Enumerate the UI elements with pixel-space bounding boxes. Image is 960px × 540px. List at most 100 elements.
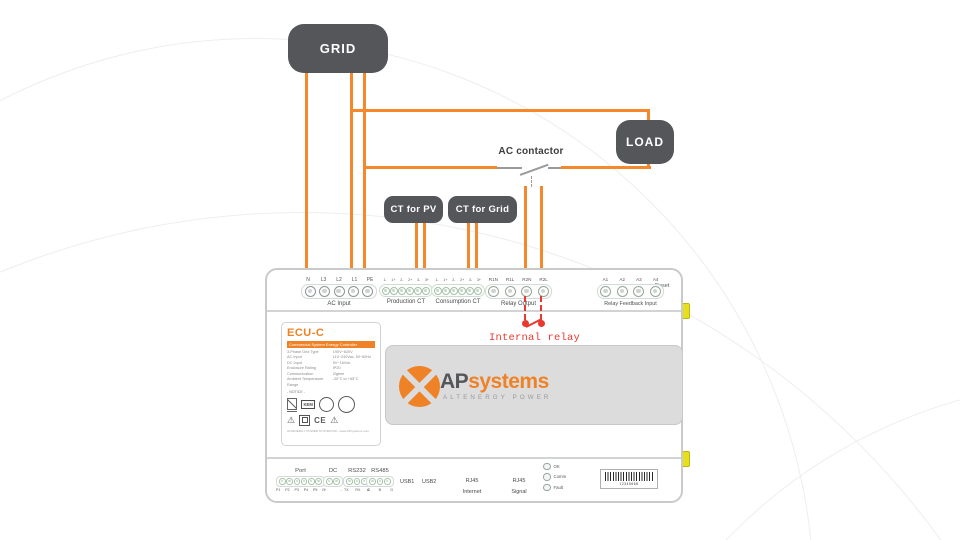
terminal-group-ac-input: N L3 L2 L1 PE AC Input xyxy=(298,276,380,307)
wire-ct-grid-2 xyxy=(475,220,478,270)
wire-coil-r2l xyxy=(540,186,543,270)
class2-insulation-icon xyxy=(299,414,311,426)
wire-grid-l1 xyxy=(350,70,353,270)
terminal-label: 3+ xyxy=(424,278,429,282)
terminal xyxy=(333,478,340,485)
internal-relay-label: Internal relay xyxy=(489,332,581,344)
cert-mark-icon xyxy=(319,396,335,412)
group-name: AC Input xyxy=(327,301,351,307)
terminal xyxy=(390,286,398,295)
terminal-label: A4 xyxy=(652,277,659,282)
terminal-label: PE xyxy=(366,277,374,283)
certification-icons-row1: KEM xyxy=(287,395,375,413)
terminal-block xyxy=(484,284,553,299)
logo-systems: systems xyxy=(468,370,549,393)
terminal xyxy=(422,286,430,295)
group-name: Port xyxy=(295,468,306,474)
kema-mark-icon: KEM xyxy=(301,399,316,409)
terminal xyxy=(308,478,315,485)
terminal-label: L3 xyxy=(320,277,327,283)
terminal-group-consumption-ct: 1- 1+ 2- 2+ 3- 3+ Consumption CT xyxy=(430,276,486,305)
terminal-labels: P1 P2 P3 P4 P5 G xyxy=(276,488,325,492)
ecu-c-device: Reset N L3 L2 L1 PE AC Input 1- xyxy=(265,268,683,503)
terminal-label: 1- xyxy=(435,278,439,282)
contactor-actuator-dash xyxy=(531,176,532,187)
terminal-label: R1N xyxy=(488,277,498,282)
terminal-label: A1 xyxy=(602,277,609,282)
terminal-block xyxy=(379,284,433,297)
barcode-number: 12345668 xyxy=(619,482,639,486)
rj45-internet-label: RJ45 Internet xyxy=(462,478,482,495)
terminal xyxy=(293,478,301,485)
terminal-label: R1L xyxy=(505,277,515,282)
terminal-labels: A B G xyxy=(367,488,393,492)
internal-relay-dash xyxy=(523,296,526,320)
usb2-label: USB2 xyxy=(422,479,437,485)
terminal xyxy=(442,286,450,295)
ce-mark: CE xyxy=(314,415,327,425)
ct-grid-label: CT for Grid xyxy=(455,204,510,215)
serial-barcode: 12345668 xyxy=(600,469,658,489)
terminal-label: A3 xyxy=(636,277,642,282)
label-card-footer: ALTENERGY POWER SYSTEM INC. www.APsystem… xyxy=(287,428,370,433)
caution-triangle-icon: ⚠ xyxy=(330,415,339,426)
terminal-block xyxy=(366,476,394,487)
group-name: Relay Output xyxy=(500,301,537,307)
wire-ct-pv-2 xyxy=(422,220,426,270)
terminal-labels: 1- 1+ 2- 2+ 3- 3+ xyxy=(381,276,431,283)
dc-group: DC + - xyxy=(323,468,343,492)
terminal xyxy=(521,286,533,297)
terminal-label: A2 xyxy=(619,277,625,282)
rs485-group: RS485 A B G xyxy=(366,468,394,492)
load-label: LOAD xyxy=(626,135,664,149)
logo-tagline: ALTENERGY POWER xyxy=(443,394,552,401)
wire-contactor-right xyxy=(561,166,651,169)
terminal-labels: A1 A2 A3 A4 xyxy=(597,276,664,283)
terminal-group-relay-output: R1N R1L R2N R2L Relay Output xyxy=(484,276,553,307)
terminal xyxy=(319,286,331,297)
terminal xyxy=(353,478,361,485)
terminal-block xyxy=(276,476,325,487)
terminal xyxy=(347,286,359,297)
certification-icons-row2: ⚠ CE ⚠ xyxy=(287,414,375,426)
section-divider xyxy=(267,457,681,459)
terminal-block xyxy=(323,476,343,487)
terminal xyxy=(649,286,661,297)
group-name: RS232 xyxy=(348,468,366,474)
fault-led xyxy=(543,483,551,492)
terminal-label: 2+ xyxy=(460,278,465,282)
barcode-bars xyxy=(605,472,653,481)
terminal-label: 3- xyxy=(417,278,421,282)
wire-ct-grid-1 xyxy=(466,220,470,270)
terminal-labels: N L3 L2 L1 PE xyxy=(301,276,377,283)
led-row: OK xyxy=(543,462,566,471)
terminal xyxy=(376,478,384,485)
cert-mark-icon xyxy=(338,395,356,413)
weee-bin-icon xyxy=(287,398,297,413)
contactor-lead-left xyxy=(497,167,522,169)
internal-relay-dash xyxy=(540,296,543,320)
terminal-label: 1+ xyxy=(391,278,396,282)
group-name: Production CT xyxy=(386,299,426,305)
terminal xyxy=(458,286,466,295)
ok-led xyxy=(543,462,551,470)
terminal xyxy=(279,478,286,485)
terminal xyxy=(362,286,374,297)
terminal-label: R2L xyxy=(539,277,548,282)
terminal-label: 2- xyxy=(400,278,404,282)
terminal-label: 3+ xyxy=(476,278,481,282)
wire-ct-pv-1 xyxy=(414,220,418,270)
led-row: Comm xyxy=(543,473,566,482)
wire-contactor-left xyxy=(363,166,497,169)
terminal-label: R2N xyxy=(522,277,532,282)
terminal xyxy=(304,286,316,297)
terminal-label: 1+ xyxy=(443,278,448,282)
group-name: Relay Feedback Input xyxy=(604,301,657,307)
terminal-block xyxy=(431,284,485,297)
terminal-label: 2- xyxy=(452,278,456,282)
ac-contactor-label: AC contactor xyxy=(498,146,564,157)
